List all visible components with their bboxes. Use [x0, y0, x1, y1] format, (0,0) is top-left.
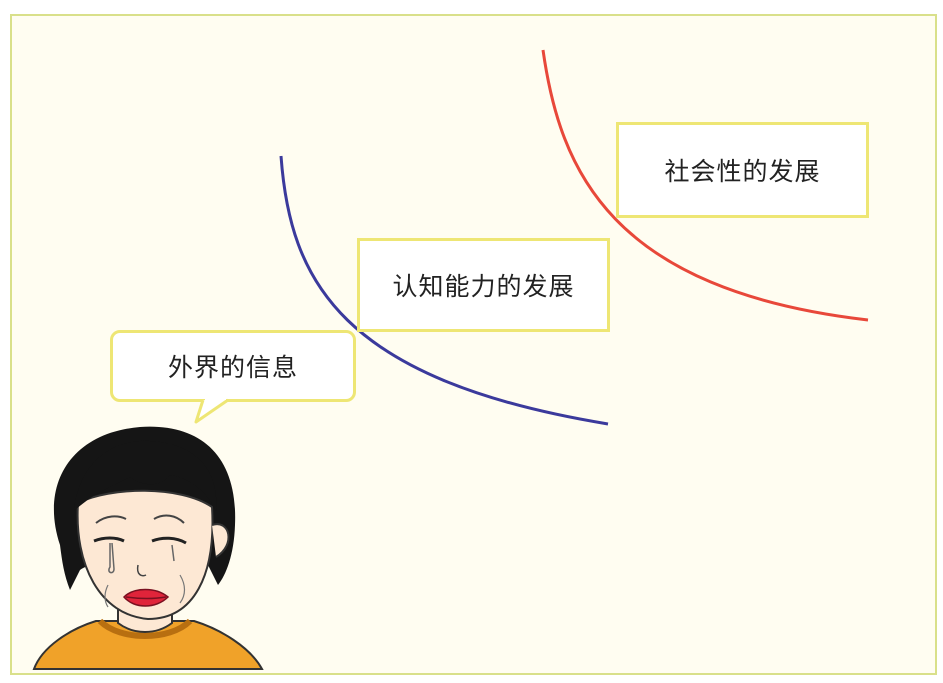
social-development-label: 社会性的发展 — [664, 157, 821, 186]
shirt-collar — [97, 618, 193, 639]
social-development-curve — [541, 49, 869, 322]
cognitive-development-label: 认知能力的发展 — [392, 272, 575, 301]
cognitive-development-curve — [279, 155, 609, 426]
shirt — [32, 620, 264, 670]
closed-eye-right — [151, 536, 187, 545]
crying-child-illustration — [32, 426, 264, 670]
cognitive-development-box: 认知能力的发展 — [357, 238, 610, 332]
closed-eye-left — [93, 536, 125, 543]
speech-bubble: 外界的信息 — [110, 330, 356, 402]
social-development-box: 社会性的发展 — [616, 122, 869, 218]
face — [76, 489, 214, 621]
mouth — [122, 588, 170, 607]
tear-icon — [108, 542, 115, 574]
external-information-label: 外界的信息 — [167, 353, 298, 382]
